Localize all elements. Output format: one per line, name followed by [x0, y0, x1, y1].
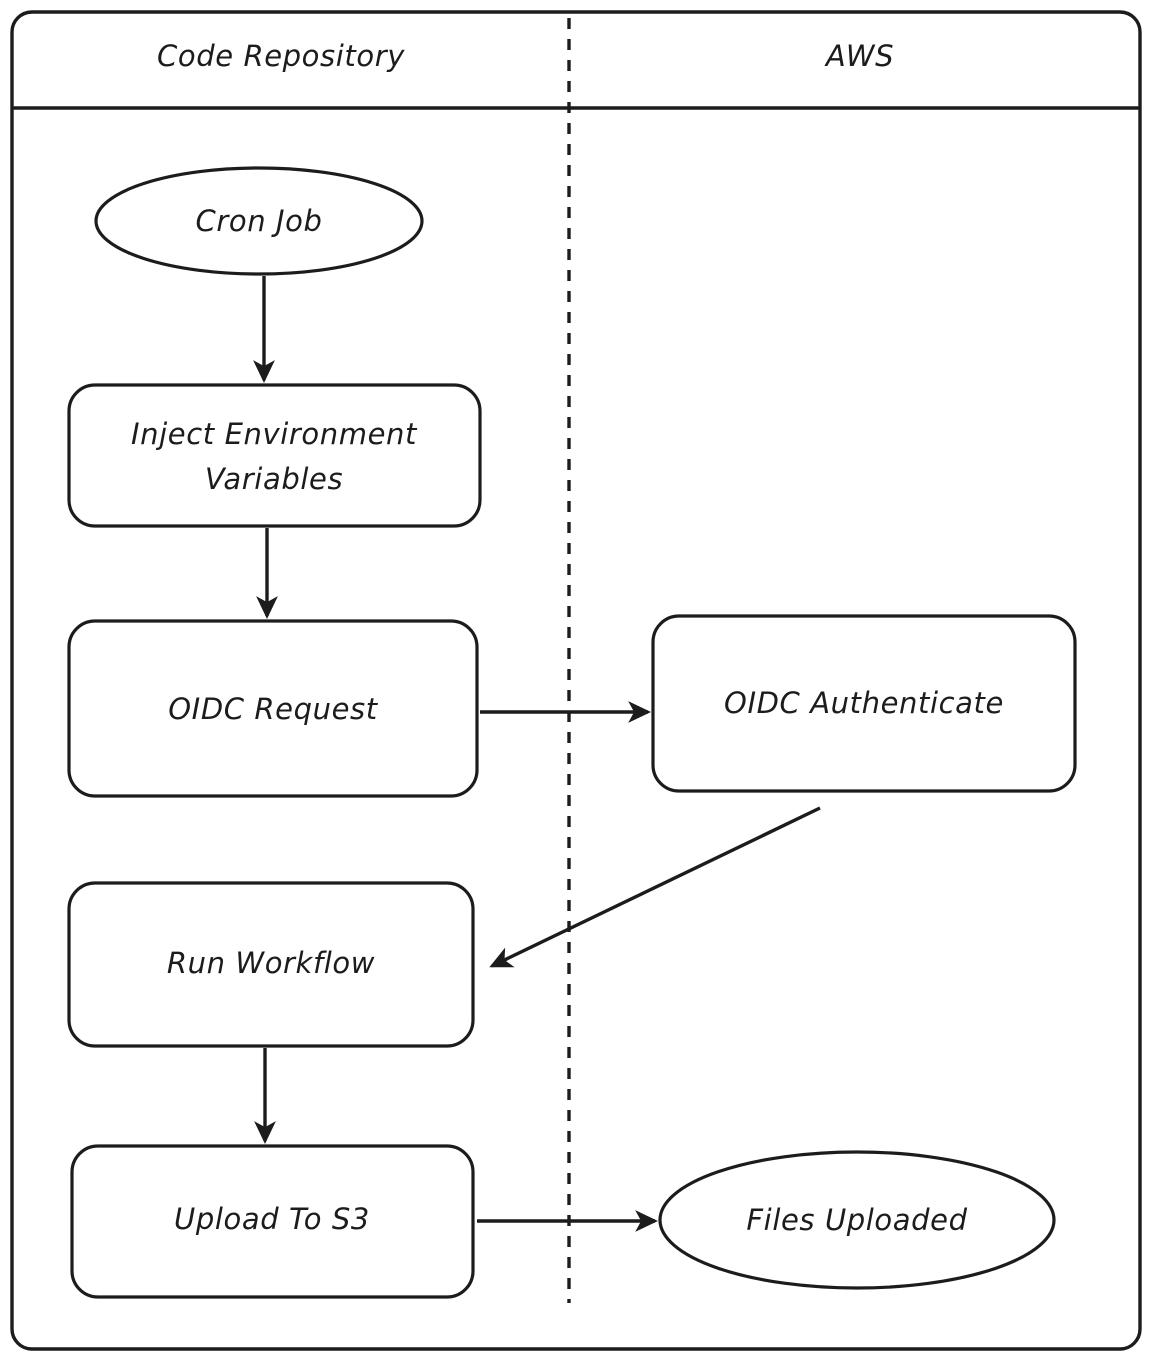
lane-header-aws: AWS — [824, 39, 894, 73]
node-upload-to-s3-label: Upload To S3 — [174, 1202, 370, 1236]
node-cron-job-label: Cron Job — [195, 204, 322, 238]
node-oidc-authenticate[interactable] — [651, 614, 1077, 793]
node-inject-env-label-line1: Inject Environment — [131, 417, 418, 451]
diagram-frame — [10, 10, 1142, 1351]
node-inject-env[interactable] — [67, 383, 482, 528]
node-cron-job[interactable] — [94, 166, 424, 276]
node-oidc-authenticate-label: OIDC Authenticate — [724, 686, 1004, 720]
node-run-workflow-label: Run Workflow — [167, 946, 375, 980]
lane-header-code-repository: Code Repository — [157, 39, 405, 73]
node-upload-to-s3[interactable] — [70, 1144, 475, 1299]
node-files-uploaded-label: Files Uploaded — [746, 1203, 967, 1237]
node-inject-env-label-line2: Variables — [205, 462, 343, 496]
node-run-workflow[interactable] — [67, 881, 475, 1048]
edge-oidc-authenticate-to-run-workflow — [489, 806, 821, 968]
node-files-uploaded[interactable] — [658, 1150, 1056, 1290]
node-oidc-request-label: OIDC Request — [168, 692, 379, 726]
node-oidc-request[interactable] — [67, 619, 479, 798]
